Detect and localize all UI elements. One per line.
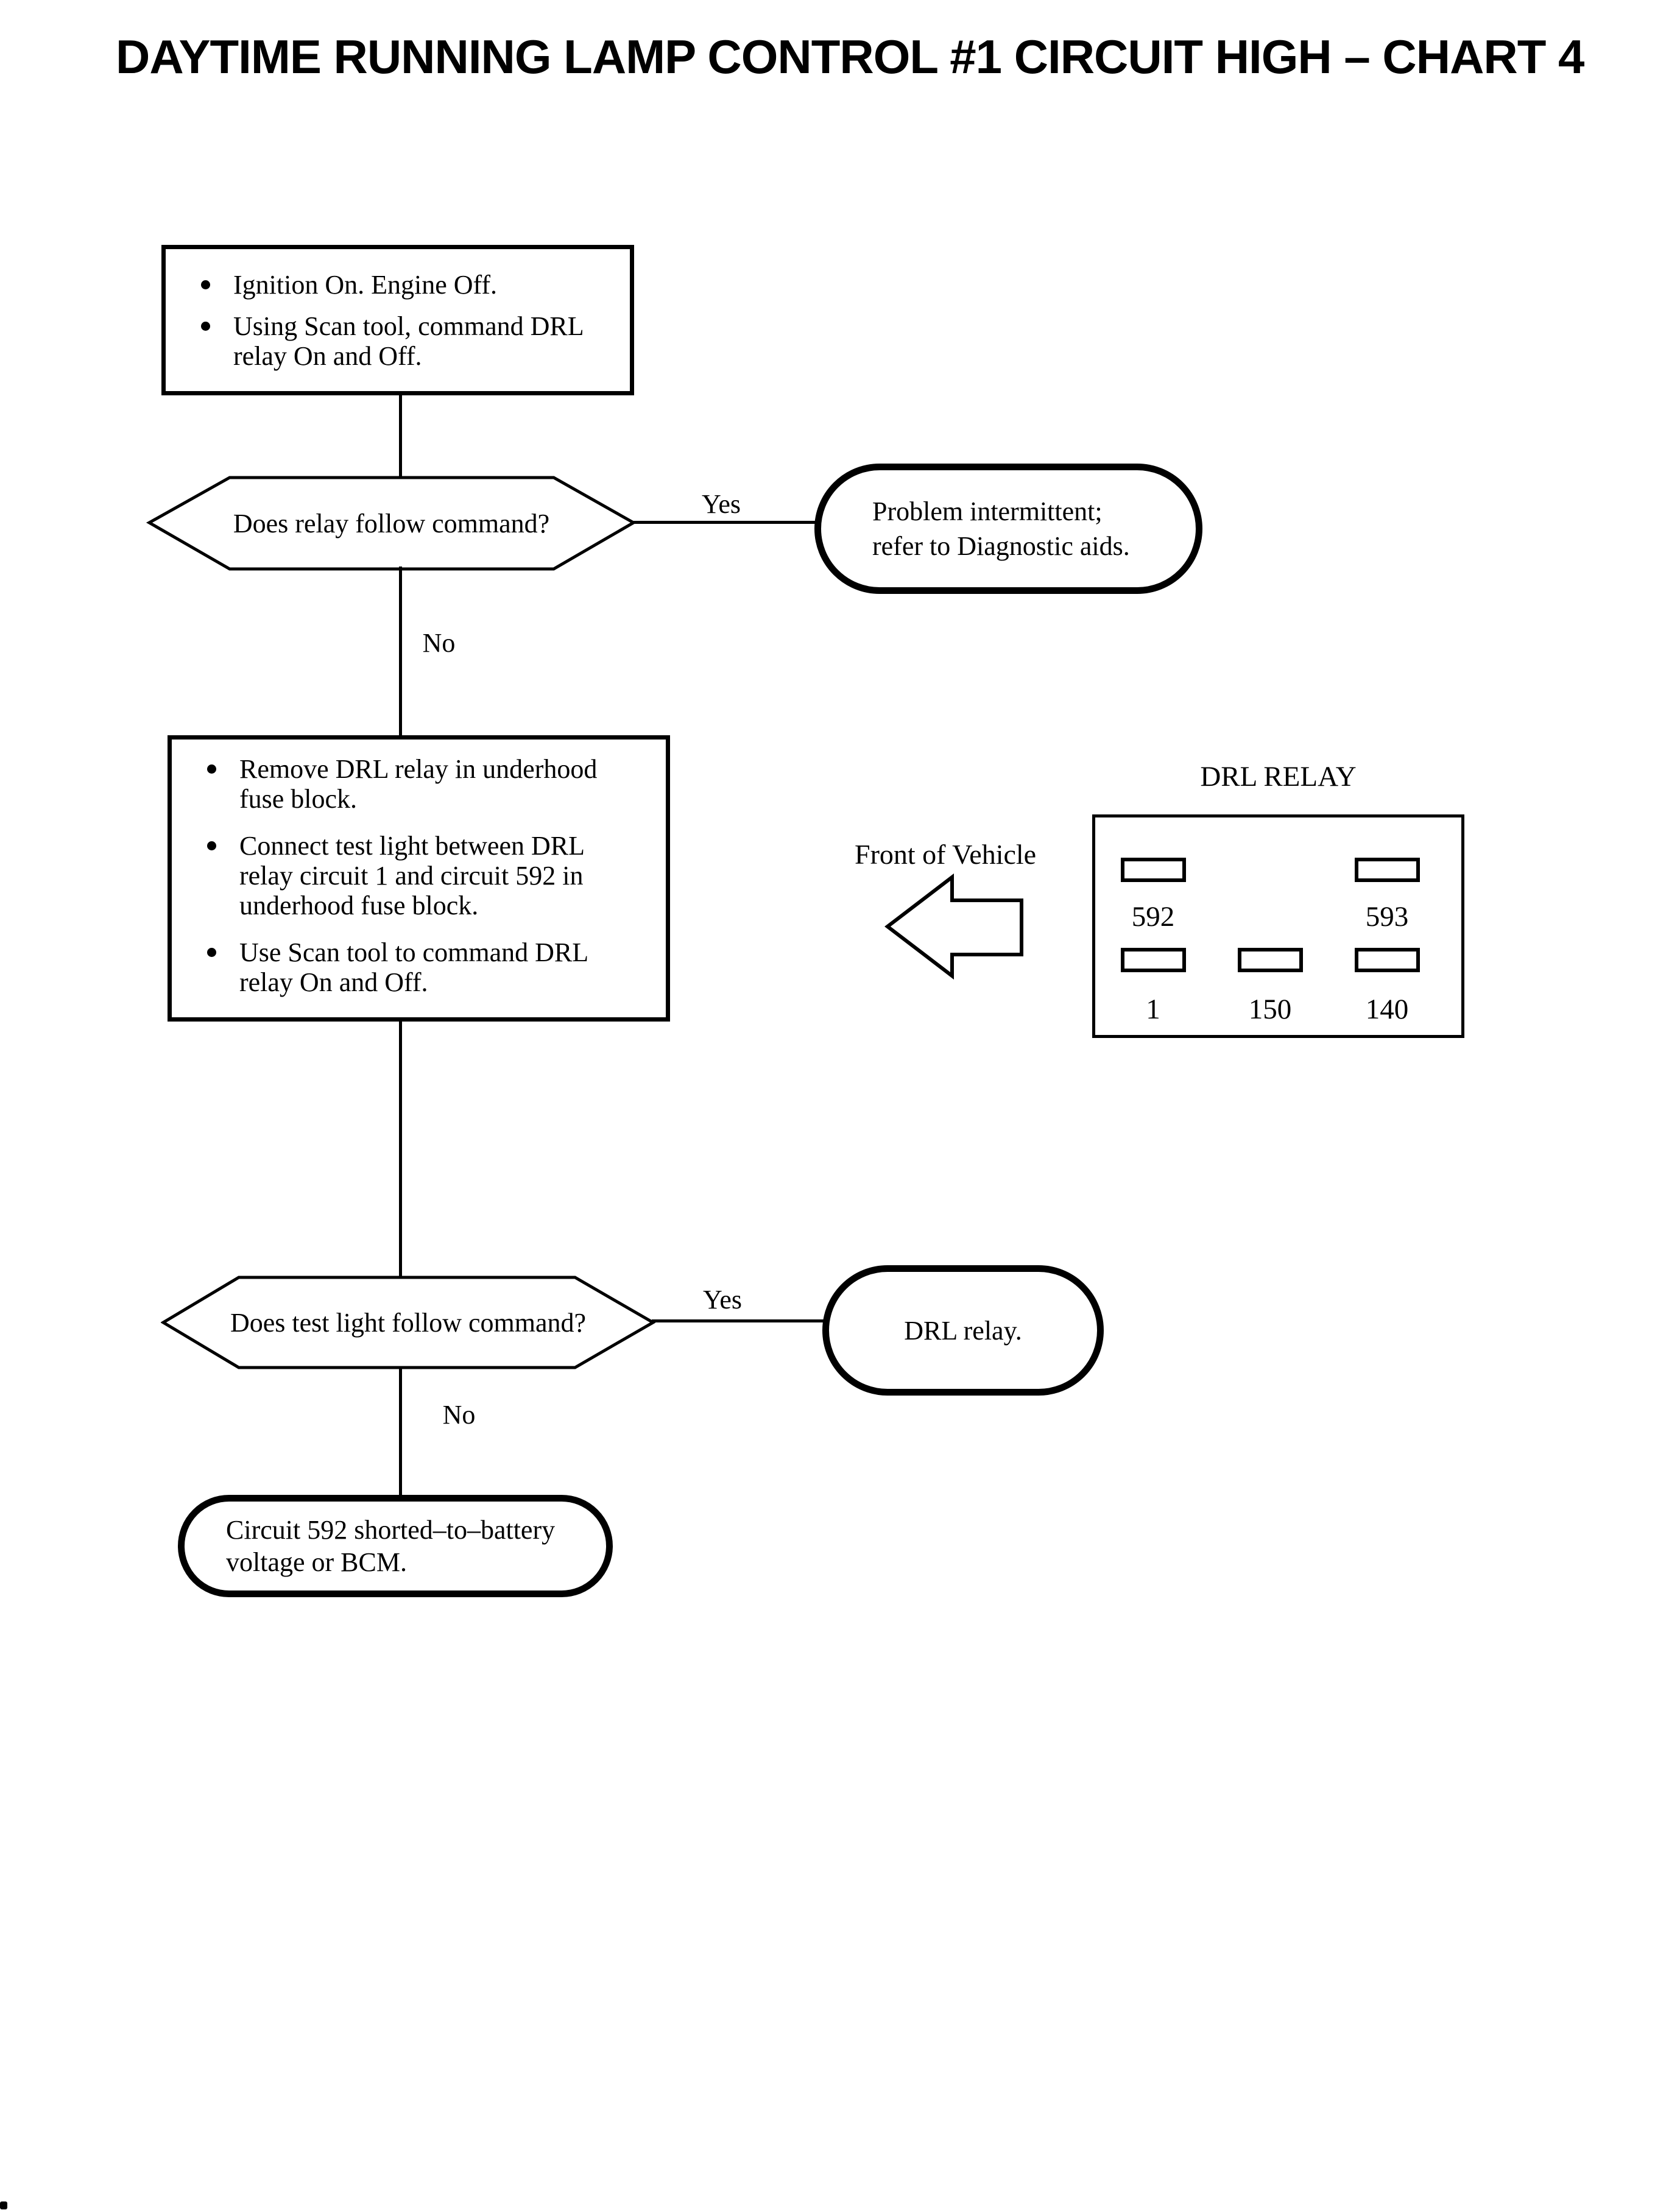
bullet-icon xyxy=(207,764,216,774)
terminal-circuit-592-shorted: Circuit 592 shorted–to–battery voltage o… xyxy=(178,1495,613,1597)
relay-pin-593 xyxy=(1355,858,1420,882)
list-item: Ignition On. Engine Off. xyxy=(166,270,630,300)
page-title: DAYTIME RUNNING LAMP CONTROL #1 CIRCUIT … xyxy=(116,30,1584,83)
terminal-drl-relay-text: DRL relay. xyxy=(904,1315,1022,1346)
list-item: Using Scan tool, command DRL relay On an… xyxy=(166,311,630,371)
bullet-icon xyxy=(201,280,210,289)
decision1-hexagon: Does relay follow command? xyxy=(146,475,637,571)
bullet-icon xyxy=(201,322,210,331)
decision2-no-label: No xyxy=(442,1400,476,1430)
step2-bullet-text: Use Scan tool to command DRL relay On an… xyxy=(239,937,589,997)
relay-connector-outline: 592 593 1 150 140 xyxy=(1092,814,1464,1038)
connector-step2-decision2 xyxy=(399,1020,402,1279)
list-item: Use Scan tool to command DRL relay On an… xyxy=(172,937,666,997)
relay-pin-label: 140 xyxy=(1365,994,1409,1025)
relay-pin-label: 593 xyxy=(1365,901,1409,933)
terminal-problem-intermittent-text: Problem intermittent; refer to Diagnosti… xyxy=(872,496,1130,561)
step1-box: Ignition On. Engine Off. Using Scan tool… xyxy=(161,245,634,395)
step1-bullet-list: Ignition On. Engine Off. Using Scan tool… xyxy=(166,249,630,371)
step2-bullet-list: Remove DRL relay in underhood fuse block… xyxy=(172,740,666,997)
connector-decision1-no xyxy=(399,567,402,737)
relay-pin-label: 150 xyxy=(1248,994,1292,1025)
connector-decision2-yes xyxy=(652,1319,828,1322)
list-item: Connect test light between DRL relay cir… xyxy=(172,831,666,920)
step2-box: Remove DRL relay in underhood fuse block… xyxy=(168,735,670,1022)
terminal-drl-relay: DRL relay. xyxy=(822,1265,1104,1396)
bullet-icon xyxy=(207,841,216,850)
terminal-circuit-592-shorted-text: Circuit 592 shorted–to–battery voltage o… xyxy=(226,1515,556,1577)
step2-bullet-text: Remove DRL relay in underhood fuse block… xyxy=(239,754,598,814)
step1-bullet-text: Ignition On. Engine Off. xyxy=(233,270,498,300)
relay-pin-label: 592 xyxy=(1131,901,1175,933)
relay-pin-label: 1 xyxy=(1146,994,1160,1025)
step1-bullet-text: Using Scan tool, command DRL relay On an… xyxy=(233,311,584,371)
terminal-problem-intermittent: Problem intermittent; refer to Diagnosti… xyxy=(814,464,1202,594)
relay-pin-1 xyxy=(1121,948,1186,972)
decision2-hexagon: Does test light follow command? xyxy=(161,1275,655,1370)
connector-decision1-yes xyxy=(632,521,818,524)
decision2-yes-label: Yes xyxy=(702,1285,743,1315)
front-of-vehicle-arrow-icon xyxy=(883,872,1026,984)
step2-bullet-text: Connect test light between DRL relay cir… xyxy=(239,831,585,920)
front-of-vehicle-label: Front of Vehicle xyxy=(855,839,1037,870)
relay-pin-592 xyxy=(1121,858,1186,882)
relay-pin-150 xyxy=(1238,948,1303,972)
left-block-arrow-shape xyxy=(884,873,1023,980)
list-item: Remove DRL relay in underhood fuse block… xyxy=(172,754,666,814)
page-artifact-speck xyxy=(0,2201,7,2209)
decision1-yes-label: Yes xyxy=(701,489,741,519)
decision-hexagon-shape xyxy=(161,1276,655,1369)
relay-diagram-title: DRL RELAY xyxy=(1200,761,1357,793)
decision1-question: Does relay follow command? xyxy=(233,508,550,538)
relay-pin-140 xyxy=(1355,948,1420,972)
connector-decision2-no xyxy=(399,1366,402,1497)
decision2-question: Does test light follow command? xyxy=(230,1307,587,1338)
connector-step1-decision1 xyxy=(399,392,402,480)
bullet-icon xyxy=(207,948,216,957)
decision1-no-label: No xyxy=(422,628,456,658)
